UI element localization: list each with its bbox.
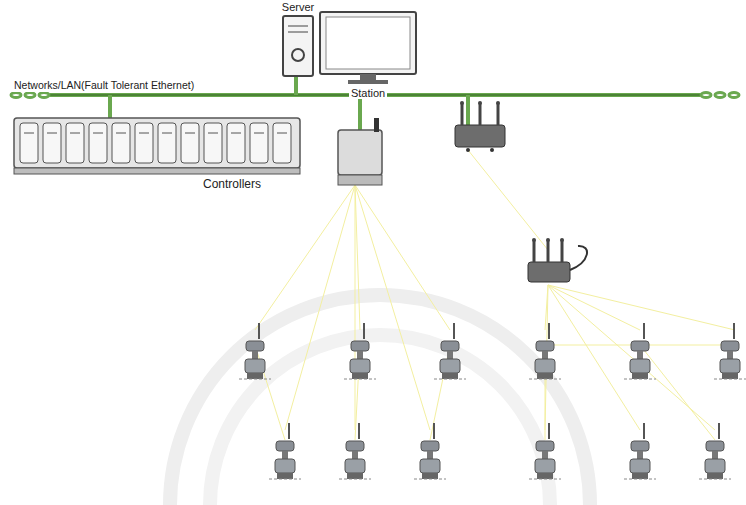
wireless-transmitters [239, 323, 746, 479]
access-point [455, 101, 505, 152]
station-label: Station [349, 87, 387, 99]
controllers-label: Controllers [201, 178, 263, 191]
wireless-links [255, 150, 735, 440]
wireless-gateway [338, 118, 382, 185]
controllers-rack [14, 118, 300, 174]
access-point [528, 238, 587, 282]
server-label: Server [280, 1, 316, 13]
watermark [170, 295, 590, 505]
network-label: Networks/LAN(Fault Tolerant Ethernet) [12, 80, 196, 92]
station-monitor [320, 12, 416, 84]
server-tower [283, 16, 313, 76]
